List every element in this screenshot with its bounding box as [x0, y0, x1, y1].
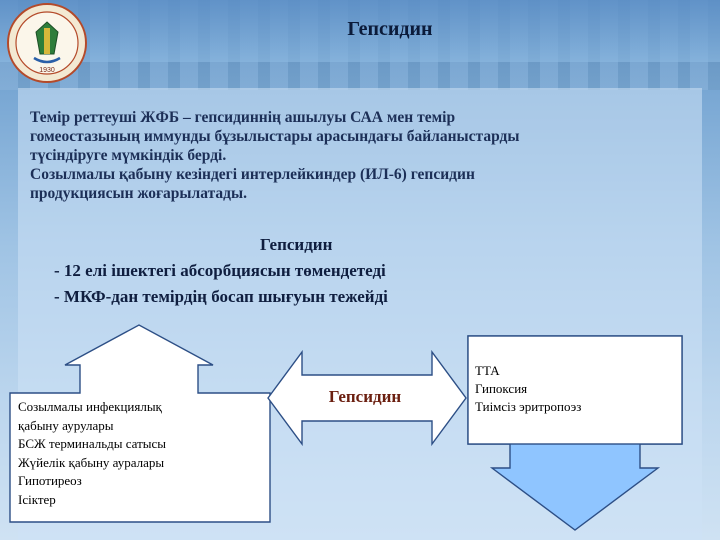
intro-paragraph: Темір реттеуші ЖФБ – гепсидиннің ашылуы … [30, 108, 680, 203]
center-heading: Гепсидин [260, 235, 333, 254]
double-arrow [267, 349, 467, 447]
list-item: ТТА [475, 363, 500, 378]
university-logo: 1930 [7, 3, 87, 83]
paragraph-line: продукциясын жоғарылатады. [30, 185, 247, 202]
effect-line: - МКФ-дан темірдің босап шығуын тежейді [54, 287, 388, 306]
list-item: Гипотиреоз [18, 473, 82, 488]
middle-arrow-label: Гепсидин [328, 387, 402, 406]
right-factors-list: ТТА Гипоксия Тиімсіз эритропоэз [475, 362, 675, 416]
hepcidin-effects: Гепсидин - 12 елі ішектегі абсорбциясын … [54, 232, 514, 310]
list-item: Созылмалы инфекциялық [18, 399, 162, 414]
paragraph-line: гомеостазының иммунды бұзылыстары арасын… [30, 128, 520, 145]
list-item: Гипоксия [475, 381, 528, 396]
effect-line: - 12 елі ішектегі абсорбциясын төмендете… [54, 261, 386, 280]
slide-title: Гепсидин [347, 18, 433, 40]
paragraph-line: Созылмалы қабыну кезіндегі интерлейкинде… [30, 166, 475, 183]
list-item: қабыну аурулары [18, 417, 114, 433]
up-arrow-callout [9, 324, 271, 523]
list-item: Ісіктер [18, 491, 56, 507]
title-band [0, 0, 720, 62]
list-item: Тиімсіз эритропоэз [475, 399, 582, 414]
list-item: Жүйелік қабыну ауралары [18, 454, 165, 470]
left-causes-list: Созылмалы инфекциялық қабыну аурулары БС… [18, 398, 266, 509]
list-item: БСЖ терминальды сатысы [18, 436, 167, 451]
paragraph-line: түсіндіруге мүмкіндік берді. [30, 147, 227, 164]
logo-year: 1930 [39, 67, 55, 74]
paragraph-line: Темір реттеуші ЖФБ – гепсидиннің ашылуы … [30, 109, 456, 126]
